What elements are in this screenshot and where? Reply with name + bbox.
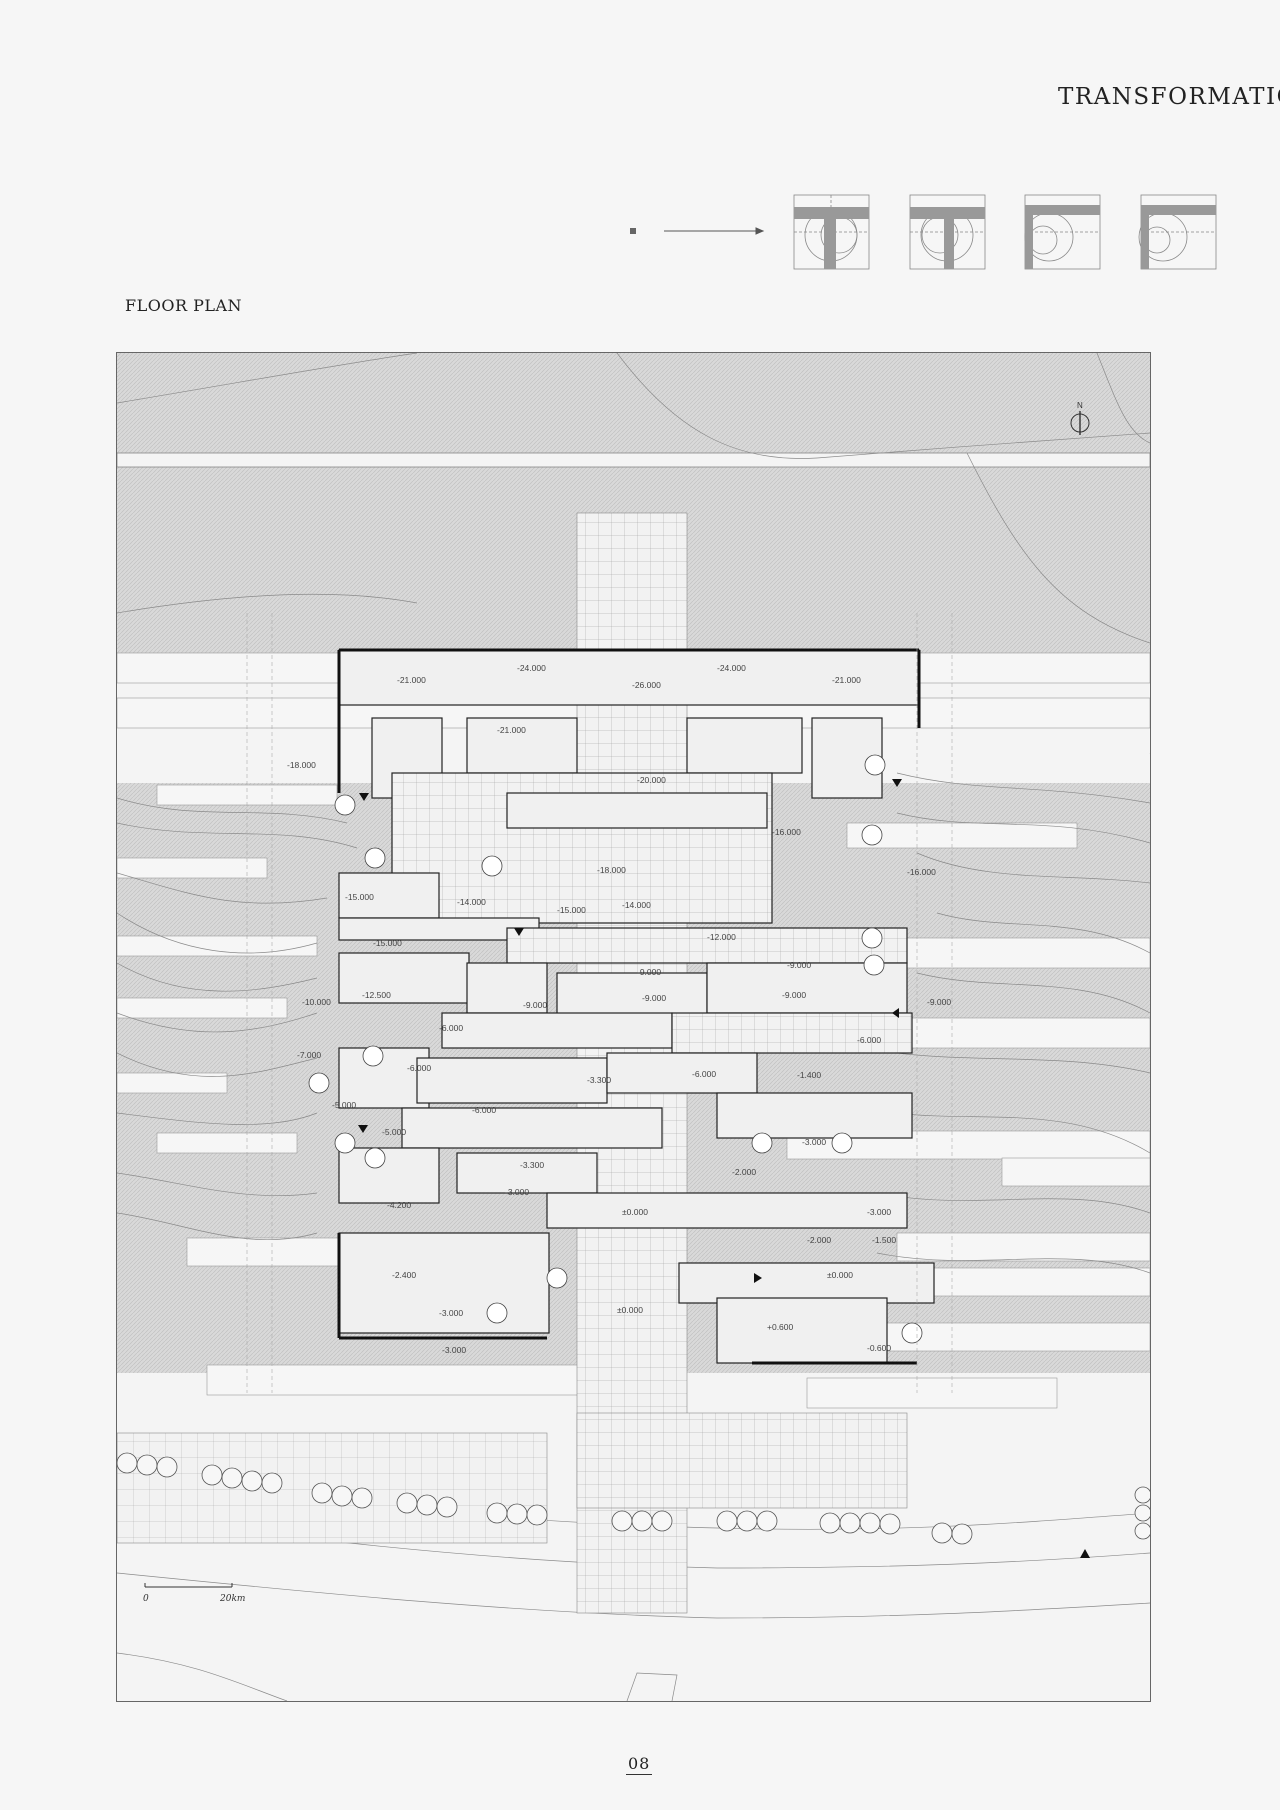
level-label: -3.300 xyxy=(520,1160,544,1170)
level-label: -3.000 xyxy=(505,1187,529,1197)
level-label: -14.000 xyxy=(457,897,486,907)
level-label: ±0.000 xyxy=(622,1207,648,1217)
origin-square-icon xyxy=(630,228,636,234)
level-label: -21.000 xyxy=(497,725,526,735)
heavy-walls xyxy=(337,648,921,1365)
level-label: -21.000 xyxy=(397,675,426,685)
level-label: -0.600 xyxy=(867,1343,891,1353)
level-label: -5.000 xyxy=(332,1100,356,1110)
level-label: -1.400 xyxy=(797,1070,821,1080)
level-label: -5.000 xyxy=(382,1127,406,1137)
level-label: -6.000 xyxy=(472,1105,496,1115)
level-label: -16.000 xyxy=(907,867,936,877)
north-arrow: N xyxy=(1070,401,1090,435)
building-blocks xyxy=(338,649,935,1364)
scale-bar: 0 20km xyxy=(143,1583,245,1604)
level-label: -12.500 xyxy=(362,990,391,1000)
level-label: -21.000 xyxy=(832,675,861,685)
transformation-step-3 xyxy=(1024,194,1101,270)
section-label: FLOOR PLAN xyxy=(125,296,243,315)
transformation-step-4 xyxy=(1138,194,1217,270)
scale-end-label: 20km xyxy=(219,1594,245,1604)
level-label: ±0.000 xyxy=(827,1270,853,1280)
south-terrace-grid xyxy=(117,1432,548,1544)
tree-symbols xyxy=(308,754,923,1344)
level-label: -6.000 xyxy=(407,1063,431,1073)
level-label: +0.600 xyxy=(767,1322,794,1332)
level-label: -14.000 xyxy=(622,900,651,910)
north-arrow-label: N xyxy=(1077,401,1083,410)
level-label: -18.000 xyxy=(287,760,316,770)
level-label: -3.000 xyxy=(442,1345,466,1355)
level-label: -20.000 xyxy=(637,775,666,785)
level-label: -3.000 xyxy=(867,1207,891,1217)
level-label: -26.000 xyxy=(632,680,661,690)
level-label: -6.000 xyxy=(692,1069,716,1079)
level-label: -24.000 xyxy=(517,663,546,673)
level-label: ±0.000 xyxy=(617,1305,643,1315)
level-label: -9.000 xyxy=(782,990,806,1000)
level-label: -24.000 xyxy=(717,663,746,673)
level-label: -3.000 xyxy=(802,1137,826,1147)
level-labels: -21.000 -24.000 -24.000 -21.000 -21.000 … xyxy=(287,663,951,1355)
level-label: -9.000 xyxy=(523,1000,547,1010)
perspective-guides xyxy=(246,613,1150,1393)
level-label: -9.000 xyxy=(927,997,951,1007)
level-label: -9.000 xyxy=(637,967,661,977)
level-label: -12.000 xyxy=(707,932,736,942)
level-label: -10.000 xyxy=(302,997,331,1007)
level-label: -3.300 xyxy=(587,1075,611,1085)
level-label: -4.200 xyxy=(387,1200,411,1210)
level-label: -9.000 xyxy=(787,960,811,970)
street-trees xyxy=(117,1452,1150,1545)
entrance-markers xyxy=(358,779,1090,1558)
south-plaza-grid xyxy=(576,1412,908,1509)
transformation-step-1 xyxy=(793,194,870,270)
transformation-step-2 xyxy=(909,194,986,270)
level-label: -1.500 xyxy=(872,1235,896,1245)
level-label: -2.000 xyxy=(807,1235,831,1245)
level-label: -15.000 xyxy=(345,892,374,902)
level-label: -9.000 xyxy=(642,993,666,1003)
level-label: -6.000 xyxy=(857,1035,881,1045)
scale-start-label: 0 xyxy=(143,1594,149,1604)
level-label: -2.400 xyxy=(392,1270,416,1280)
level-label: -2.000 xyxy=(732,1167,756,1177)
level-label: -16.000 xyxy=(772,827,801,837)
level-label: -6.000 xyxy=(439,1023,463,1033)
arrow-right-icon xyxy=(664,227,765,235)
level-label: -18.000 xyxy=(597,865,626,875)
transformation-diagram xyxy=(630,194,1217,270)
floor-plan-drawing: -21.000 -24.000 -24.000 -21.000 -21.000 … xyxy=(116,352,1151,1702)
level-label: -15.000 xyxy=(557,905,586,915)
level-label: -7.000 xyxy=(297,1050,321,1060)
page-heading: TRANSFORMATIO xyxy=(1058,84,1280,110)
level-label: -3.000 xyxy=(439,1308,463,1318)
page-number: 08 xyxy=(626,1754,653,1775)
level-label: -15.000 xyxy=(373,938,402,948)
